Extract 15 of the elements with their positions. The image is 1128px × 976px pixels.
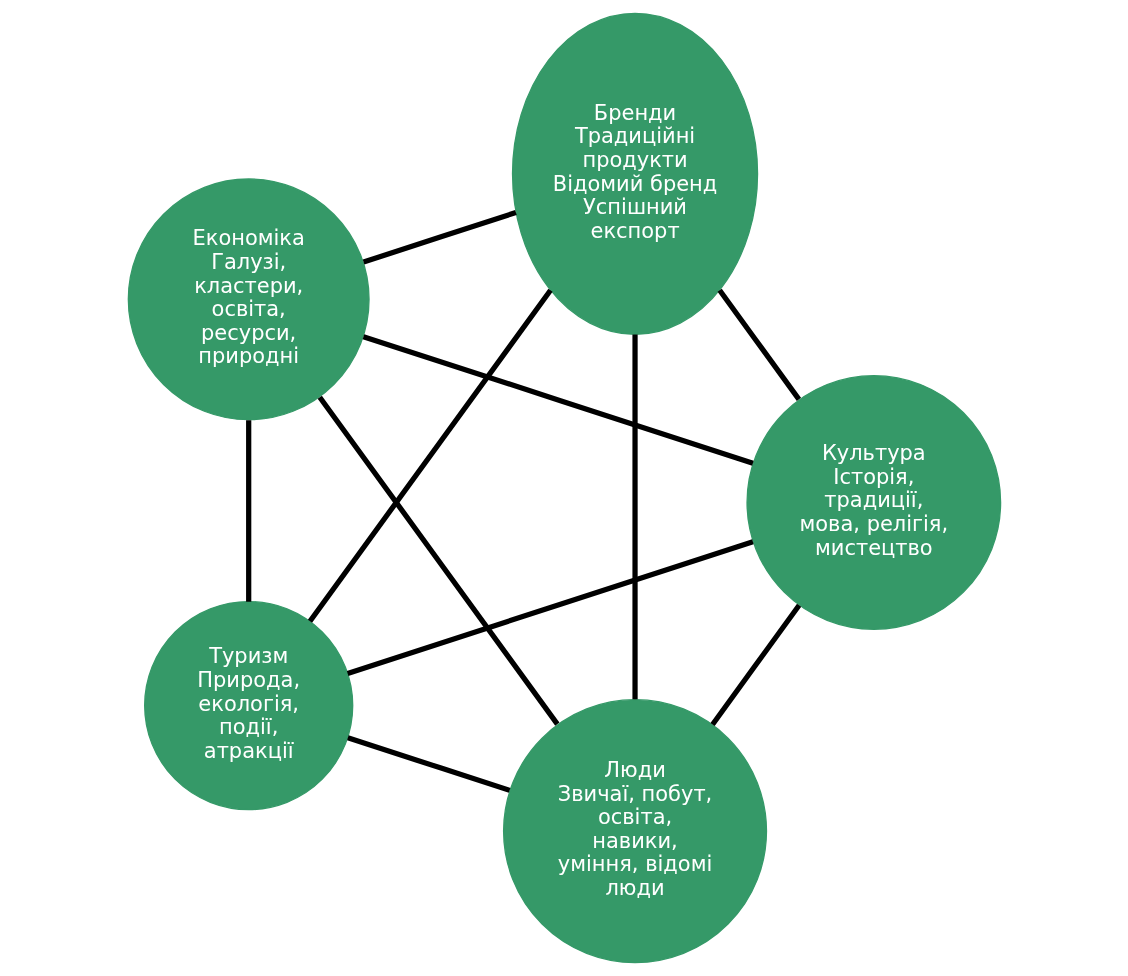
connector <box>346 539 754 676</box>
node-circle: Економіка Галузі, кластери, освіта, ресурси, природні <box>127 178 370 421</box>
connector <box>362 210 517 265</box>
node-circle: Туризм Природа, екологія, події, атракції <box>143 600 353 811</box>
connector <box>717 288 801 401</box>
node-circle: Люди Звичаї, побут, освіта, навики, уміння, відомі люди <box>502 699 767 964</box>
connector <box>317 395 559 726</box>
connector <box>346 735 510 793</box>
node-circle: Культура Історія, традиції, мова, релігія, мистецтво <box>745 375 1001 630</box>
node-ellipse: Бренди Традиційні продукти Відомий бренд Успішний експорт <box>511 12 758 335</box>
connector <box>709 603 801 726</box>
connector <box>631 334 638 700</box>
connector <box>362 334 754 466</box>
connector <box>307 288 553 623</box>
connector <box>245 420 251 602</box>
